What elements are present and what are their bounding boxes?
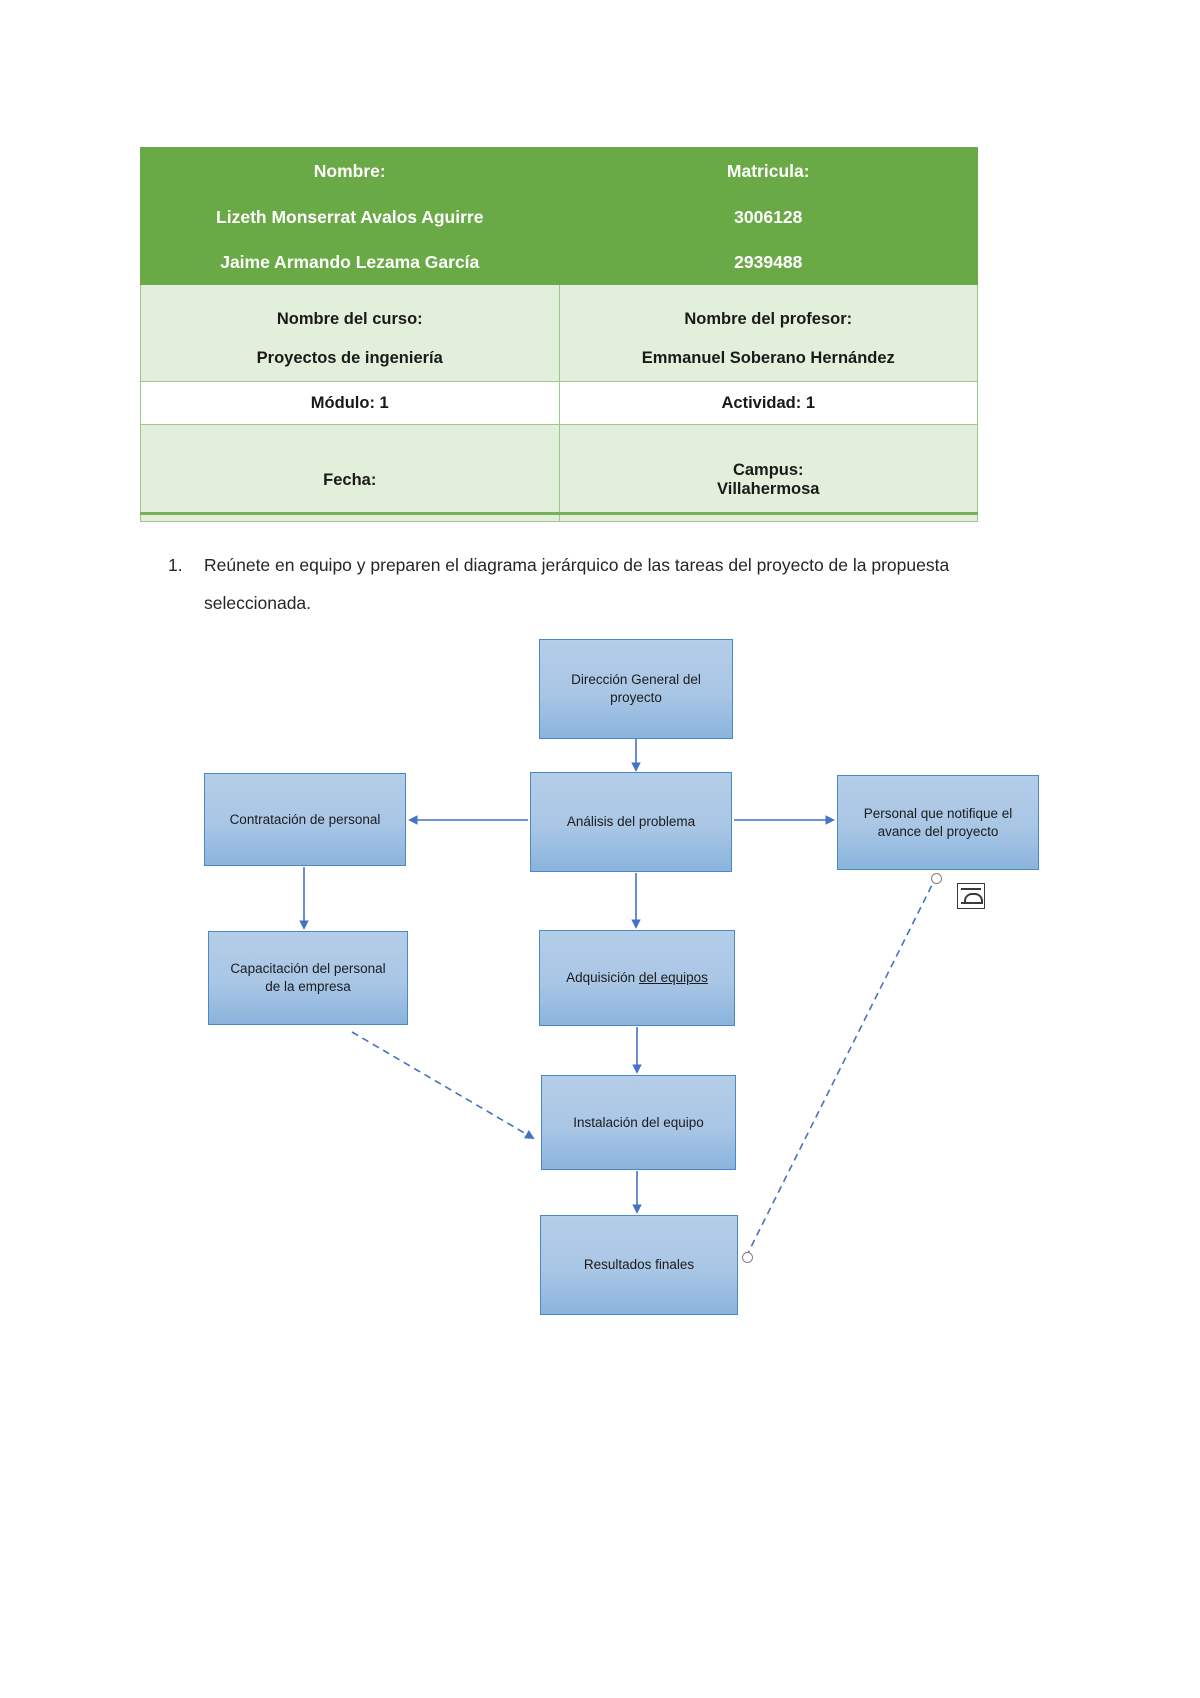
node-contratacion-label: Contratación de personal — [229, 811, 381, 827]
connector-handle-top[interactable] — [931, 873, 942, 884]
student-info-table: Nombre: Matricula: Lizeth Monserrat Aval… — [140, 147, 978, 522]
node-personal-notifique[interactable]: Personal que notifique el avance del pro… — [837, 775, 1039, 870]
node-personal-line2: avance del proyecto — [877, 823, 999, 839]
node-resultados-finales[interactable]: Resultados finales — [540, 1215, 738, 1315]
node-analisis-problema[interactable]: Análisis del problema — [530, 772, 732, 872]
teacher-cell: Nombre del profesor: Emmanuel Soberano H… — [558, 284, 978, 382]
matricula-header: Matricula: — [558, 147, 978, 195]
table-row-module: Módulo: 1 Actividad: 1 — [140, 381, 978, 425]
node-adquisicion-line2-underlined: del equipos — [638, 970, 708, 985]
fecha-cell: Fecha: — [140, 424, 560, 522]
node-personal-line1: Personal que notifique el — [863, 805, 1013, 821]
connector-resultados-personal — [745, 878, 936, 1258]
campus-value: Villahermosa — [717, 480, 820, 498]
node-adquisicion-equipos[interactable]: Adquisición del equipos — [539, 930, 735, 1026]
instruction-item-1: 1. Reúnete en equipo y preparen el diagr… — [168, 546, 958, 622]
table-row-headers: Nombre: Matricula: — [140, 147, 978, 195]
table-row-student-1: Lizeth Monserrat Avalos Aguirre 3006128 — [140, 194, 978, 240]
node-resultados-label: Resultados finales — [583, 1257, 695, 1272]
student-2-name: Jaime Armando Lezama García — [140, 239, 560, 285]
node-direccion-general[interactable]: Dirección General del proyecto — [539, 639, 733, 739]
hierarchy-diagram: Dirección General del proyecto Análisis … — [0, 620, 1200, 1360]
icon-arc — [964, 893, 983, 904]
node-capacitacion-line1: Capacitación del personal — [230, 961, 386, 976]
list-number: 1. — [168, 555, 183, 575]
nombre-header: Nombre: — [140, 147, 560, 195]
node-instalacion-equipo[interactable]: Instalación del equipo — [541, 1075, 736, 1170]
activity-cell: Actividad: 1 — [558, 381, 978, 425]
node-direccion-line2: proyecto — [610, 690, 662, 705]
student-2-id: 2939488 — [558, 239, 978, 285]
course-cell: Nombre del curso: Proyectos de ingenierí… — [140, 284, 560, 382]
student-1-id: 3006128 — [558, 194, 978, 240]
course-label: Nombre del curso: — [276, 310, 423, 328]
module-cell: Módulo: 1 — [140, 381, 560, 425]
campus-cell: Campus: Villahermosa — [558, 424, 978, 522]
shape-options-icon[interactable] — [957, 883, 985, 909]
instruction-text: Reúnete en equipo y preparen el diagrama… — [204, 555, 950, 613]
diagram-connectors — [299, 739, 936, 1258]
connector-capacitacion-instalacion — [351, 1031, 535, 1139]
table-bottom-rule — [140, 512, 978, 515]
teacher-label: Nombre del profesor: — [684, 310, 853, 328]
node-direccion-line1: Dirección General del — [571, 672, 701, 687]
course-value: Proyectos de ingeniería — [256, 349, 443, 367]
node-capacitacion-personal[interactable]: Capacitación del personal de la empresa — [208, 931, 408, 1025]
table-row-footer: Fecha: Campus: Villahermosa — [140, 424, 978, 522]
node-analisis-label: Análisis del problema — [566, 814, 696, 829]
icon-bar-top — [961, 888, 981, 890]
teacher-value: Emmanuel Soberano Hernández — [641, 349, 895, 367]
table-row-student-2: Jaime Armando Lezama García 2939488 — [140, 239, 978, 285]
connector-handle-bottom[interactable] — [742, 1252, 753, 1263]
node-adquisicion-line1: Adquisición — [566, 970, 639, 985]
icon-bar-bottom — [961, 902, 981, 904]
node-instalacion-label: Instalación del equipo — [573, 1114, 704, 1130]
node-capacitacion-line2: de la empresa — [265, 979, 351, 994]
student-1-name: Lizeth Monserrat Avalos Aguirre — [140, 194, 560, 240]
node-contratacion-personal[interactable]: Contratación de personal — [204, 773, 406, 866]
campus-label: Campus: — [732, 461, 804, 479]
table-row-course: Nombre del curso: Proyectos de ingenierí… — [140, 284, 978, 382]
